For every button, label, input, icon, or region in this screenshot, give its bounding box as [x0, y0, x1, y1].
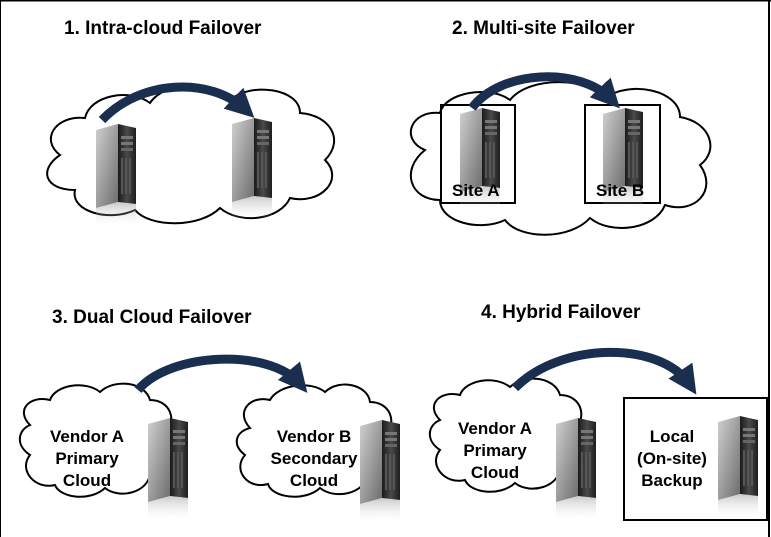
panel3-cloud-a-line1: Vendor A: [50, 427, 124, 446]
panel3-cloud-b-label: Vendor B Secondary Cloud: [254, 426, 374, 492]
panel1-server-primary: [96, 124, 136, 228]
panel3-cloud-b-line3: Cloud: [289, 471, 339, 490]
panel4-failover-arrow: [511, 347, 697, 395]
panel1-failover-arrow: [98, 82, 255, 124]
local-backup-line2: (On-site): [637, 449, 707, 468]
panel4-cloud-a-line1: Vendor A: [458, 419, 532, 438]
panel3-cloud-b-line2: Secondary: [270, 449, 358, 468]
panel3-cloud-a-line2: Primary: [55, 449, 119, 468]
panel1-cloud: [46, 84, 336, 225]
panel1-title: 1. Intra-cloud Failover: [64, 18, 262, 39]
panel3-cloud-a-line3: Cloud: [62, 471, 112, 490]
site-a-label: Site A: [452, 181, 500, 200]
panel3-cloud-a-label: Vendor A Primary Cloud: [32, 426, 142, 492]
local-backup-label: Local (On-site) Backup: [626, 426, 718, 492]
panel3-server-vendor-a: [148, 418, 188, 522]
local-backup-line3: Backup: [641, 471, 703, 490]
site-b-label: Site B: [596, 181, 645, 200]
panel2-failover-arrow: [468, 72, 620, 111]
panel3-failover-arrow: [134, 354, 308, 394]
panel4-cloud-a-line3: Cloud: [470, 463, 520, 482]
panel1-server-secondary: [232, 118, 272, 222]
panel3-cloud-b-line1: Vendor B: [276, 427, 352, 446]
panel4-cloud-a-line2: Primary: [463, 441, 527, 460]
panel4-server-local: [718, 416, 758, 520]
panel3-title: 3. Dual Cloud Failover: [52, 307, 252, 328]
panel4-server-vendor-a: [556, 418, 596, 522]
local-backup-line1: Local: [649, 427, 695, 446]
panel4-cloud-a-label: Vendor A Primary Cloud: [440, 418, 550, 484]
panel4-title: 4. Hybrid Failover: [481, 302, 641, 323]
panel2-title: 2. Multi-site Failover: [452, 18, 635, 39]
